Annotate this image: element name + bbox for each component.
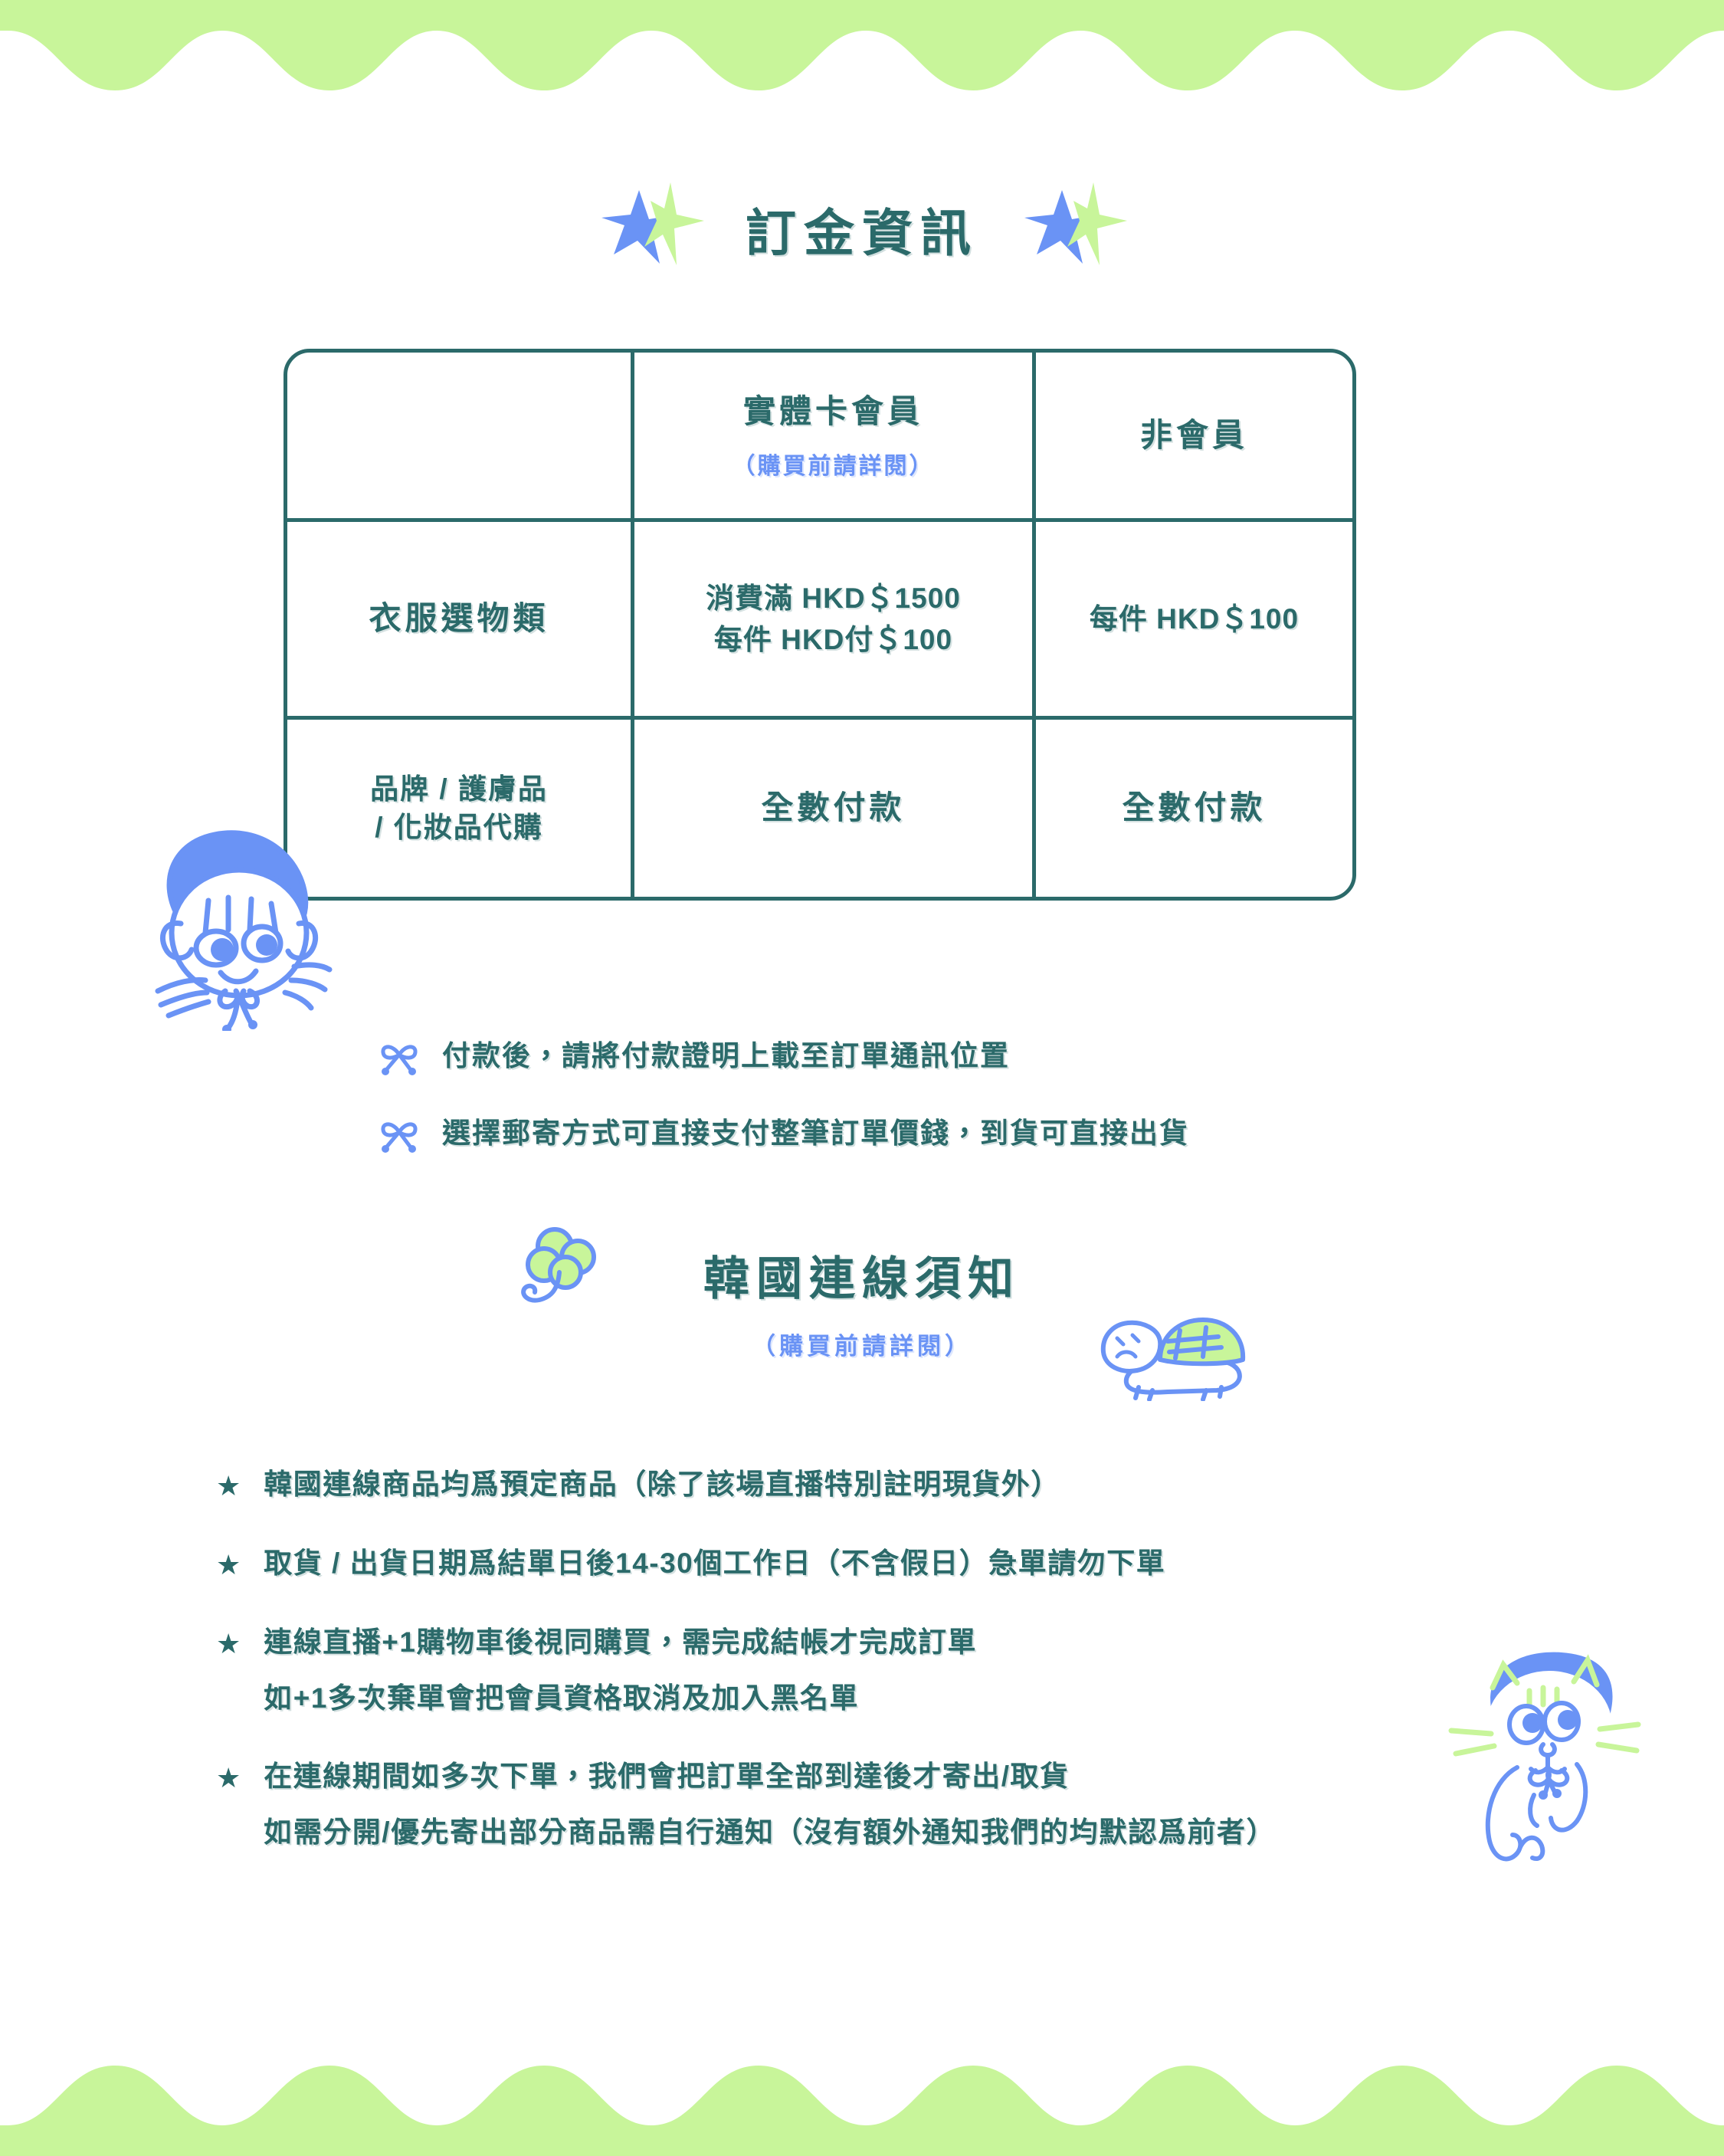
deposit-table: 實體卡會員 （購買前請詳閱） 非會員 衣服選物類 消費滿 HKD＄1500 每件… <box>284 349 1356 901</box>
clover-flower-icon <box>507 1225 607 1328</box>
note-line: 取貨 / 出貨日期爲結單日後14-30個工作日（不含假日）急單請勿下單 <box>264 1547 1166 1580</box>
cat-face-with-hat-icon <box>135 809 349 1035</box>
turtle-icon <box>1094 1294 1247 1405</box>
scallop-border-bottom <box>0 2058 1724 2156</box>
star-bullet-icon: ★ <box>216 1549 241 1581</box>
header-nonmember-label: 非會員 <box>1139 416 1248 453</box>
star-bullet-icon: ★ <box>216 1628 241 1660</box>
cell-line: 每件 HKD付＄100 <box>713 623 953 655</box>
note-lines: 取貨 / 出貨日期爲結單日後14-30個工作日（不含假日）急單請勿下單 <box>264 1547 1165 1580</box>
list-item: 付款後，請將付款證明上載至訂單通訊位置 <box>379 1039 1452 1081</box>
cell-line: 消費滿 HKD＄1500 <box>706 582 961 614</box>
note-lines: 韓國連線商品均爲預定商品（除了該場直播特別註明現貨外） <box>264 1468 1060 1501</box>
page-title-row: 訂金資訊 <box>0 181 1724 277</box>
bow-note-text: 付款後，請將付款證明上載至訂單通訊位置 <box>442 1040 1010 1071</box>
page-title: 訂金資訊 <box>746 204 978 261</box>
korea-note-list: ★ 韓國連線商品均爲預定商品（除了該場直播特別註明現貨外） ★ 取貨 / 出貨日… <box>216 1468 1557 1894</box>
cell-line: 每件 HKD＄100 <box>1089 602 1300 635</box>
row-label-text: 品牌 / 護膚品 <box>370 773 548 805</box>
cell-clothing-nonmember: 每件 HKD＄100 <box>1032 522 1352 716</box>
bow-icon <box>379 1042 421 1081</box>
section-subtitle: （購買前請詳閱） <box>752 1333 972 1360</box>
bow-note-list: 付款後，請將付款證明上載至訂單通訊位置 選擇郵寄方式可直接支付整筆訂單價錢，到貨… <box>379 1039 1452 1193</box>
note-lines: 在連線期間如多次下單，我們會把訂單全部到達後才寄出/取貨 如需分開/優先寄出部分… <box>264 1760 1276 1849</box>
cell-beauty-member: 全數付款 <box>631 720 1032 897</box>
list-item: ★ 韓國連線商品均爲預定商品（除了該場直播特別註明現貨外） <box>216 1468 1557 1502</box>
cell-beauty-nonmember: 全數付款 <box>1032 720 1352 897</box>
table-row: 品牌 / 護膚品 / 化妝品代購 全數付款 全數付款 <box>287 716 1352 897</box>
table-row: 衣服選物類 消費滿 HKD＄1500 每件 HKD付＄100 每件 HKD＄10… <box>287 518 1352 716</box>
note-line: 韓國連線商品均爲預定商品（除了該場直播特別註明現貨外） <box>264 1469 1060 1500</box>
scallop-border-top <box>0 0 1724 90</box>
note-lines: 連線直播+1購物車後視同購買，需完成結帳才完成訂單 如+1多次棄單會把會員資格取… <box>264 1626 977 1715</box>
sparkle-stars-icon <box>1020 181 1127 277</box>
bow-icon <box>379 1119 421 1158</box>
cell-line: 全數付款 <box>761 789 906 826</box>
note-line: 連線直播+1購物車後視同購買，需完成結帳才完成訂單 <box>264 1626 977 1659</box>
cat-with-hood-icon <box>1447 1634 1676 1868</box>
list-item: ★ 在連線期間如多次下單，我們會把訂單全部到達後才寄出/取貨 如需分開/優先寄出… <box>216 1760 1557 1849</box>
row-label-beauty: 品牌 / 護膚品 / 化妝品代購 <box>287 720 631 897</box>
section-title: 韓國連線須知 <box>703 1253 1021 1304</box>
cell-clothing-member: 消費滿 HKD＄1500 每件 HKD付＄100 <box>631 522 1032 716</box>
row-label-text: 衣服選物類 <box>369 600 549 637</box>
header-cell-member: 實體卡會員 （購買前請詳閱） <box>631 353 1032 518</box>
sparkle-stars-icon <box>597 181 704 277</box>
table-header-row: 實體卡會員 （購買前請詳閱） 非會員 <box>287 353 1352 518</box>
star-bullet-icon: ★ <box>216 1762 241 1794</box>
row-label-clothing: 衣服選物類 <box>287 522 631 716</box>
note-line: 在連線期間如多次下單，我們會把訂單全部到達後才寄出/取貨 <box>264 1761 1070 1793</box>
korea-section-heading: 韓國連線須知 （購買前請詳閱） <box>0 1242 1724 1361</box>
row-label-text: / 化妝品代購 <box>375 811 543 843</box>
cell-line: 全數付款 <box>1122 789 1267 826</box>
list-item: 選擇郵寄方式可直接支付整筆訂單價錢，到貨可直接出貨 <box>379 1116 1452 1158</box>
header-cell-nonmember: 非會員 <box>1032 353 1352 518</box>
bow-note-text: 選擇郵寄方式可直接支付整筆訂單價錢，到貨可直接出貨 <box>442 1117 1189 1149</box>
star-bullet-icon: ★ <box>216 1470 241 1501</box>
list-item: ★ 取貨 / 出貨日期爲結單日後14-30個工作日（不含假日）急單請勿下單 <box>216 1547 1557 1581</box>
note-line: 如+1多次棄單會把會員資格取消及加入黑名單 <box>264 1682 859 1714</box>
list-item: ★ 連線直播+1購物車後視同購買，需完成結帳才完成訂單 如+1多次棄單會把會員資… <box>216 1626 1557 1715</box>
note-line: 如需分開/優先寄出部分商品需自行通知（沒有額外通知我們的均默認爲前者） <box>264 1816 1277 1848</box>
header-cell-blank <box>287 353 631 518</box>
header-member-label: 實體卡會員 <box>742 392 923 429</box>
header-member-note: （購買前請詳閱） <box>732 454 935 480</box>
